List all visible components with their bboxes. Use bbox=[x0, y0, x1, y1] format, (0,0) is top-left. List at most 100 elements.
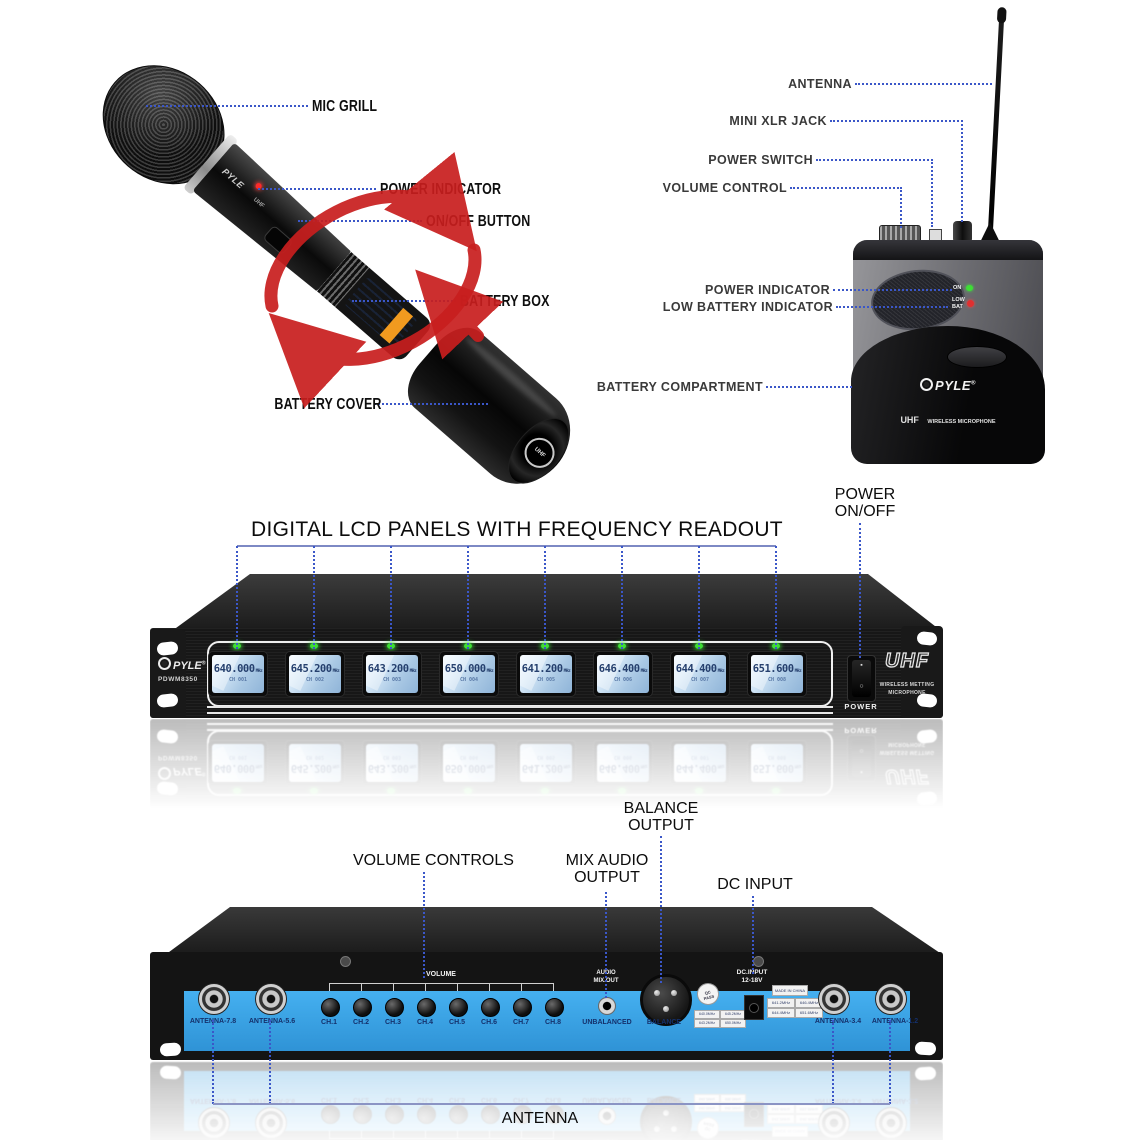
callout-dc-input: DC INPUT bbox=[717, 876, 793, 893]
lcd-leader-8 bbox=[775, 546, 777, 649]
volume-bracket bbox=[329, 983, 554, 984]
lcd-leader-7 bbox=[698, 546, 700, 649]
antenna-leader-1 bbox=[212, 1020, 214, 1104]
leader-battery-box bbox=[352, 300, 456, 302]
freq-sticker: 650.0MHz bbox=[720, 1019, 746, 1028]
receiver-power-switch: ▪○ bbox=[847, 655, 876, 702]
bodypack-volume-knob bbox=[953, 221, 972, 243]
volume-tick bbox=[457, 983, 458, 991]
lcd-bezel: 643.200MHz CH 003 bbox=[362, 651, 422, 697]
leader-power-switch-v bbox=[931, 159, 933, 227]
cap-uhf-ring: UHF bbox=[518, 431, 561, 475]
lcd-channel-5: 641.200MHz CH 005 bbox=[516, 643, 576, 701]
pyle-swirl-icon bbox=[920, 378, 934, 391]
ch2-label: CH.2 bbox=[353, 1019, 369, 1026]
lcd-leader-6 bbox=[621, 546, 623, 649]
volume-label: VOLUME bbox=[426, 971, 456, 978]
lcd-screen: 640.000MHz CH 001 bbox=[212, 655, 264, 693]
lcd-callout-bracket bbox=[237, 545, 776, 547]
lcd-bezel: 650.000MHz CH 004 bbox=[439, 651, 499, 697]
bat-label: BAT bbox=[952, 304, 963, 310]
leader-mini-xlr-v bbox=[961, 120, 963, 222]
rack-screw-hole bbox=[914, 1041, 937, 1056]
bodypack-product-text: UHF WIRELESS MICROPHONE bbox=[900, 415, 996, 425]
leader-volume-controls bbox=[423, 872, 425, 978]
lcd-channel-1: 640.000MHz CH 001 bbox=[208, 643, 268, 701]
uhf-logo-line2: WIRELESS METTING bbox=[879, 682, 935, 688]
callout-battery-compartment: BATTERY COMPARTMENT bbox=[596, 380, 763, 394]
lcd-leader-3 bbox=[390, 546, 392, 649]
leader-battery-compartment bbox=[766, 386, 852, 388]
bodypack-battery-compartment: PYLE® UHF WIRELESS MICROPHONE bbox=[851, 326, 1045, 464]
ch3-label: CH.3 bbox=[385, 1019, 401, 1026]
rack-screw-hole bbox=[916, 630, 938, 647]
antenna-34-label: ANTENNA-3.4 bbox=[814, 1018, 862, 1025]
low-label: LOW bbox=[952, 297, 965, 303]
compartment-latch bbox=[947, 346, 1007, 368]
dc-input-label: DC.INPUT 12-18V bbox=[736, 969, 768, 984]
antenna-leader-4 bbox=[889, 1020, 891, 1104]
callout-battery-cover: BATTERY COVER bbox=[274, 396, 382, 413]
panel-screw bbox=[753, 956, 764, 967]
lcd-bezel: 645.200MHz CH 002 bbox=[285, 651, 345, 697]
uhf-logo-line3: MICROPHONE bbox=[888, 690, 926, 696]
rear-top-face bbox=[165, 907, 940, 955]
volume-tick bbox=[361, 983, 362, 991]
bodypack-power-indicator-led bbox=[966, 285, 973, 291]
lcd-bezel: 641.200MHz CH 005 bbox=[516, 651, 576, 697]
lcd-bezel: 640.000MHz CH 001 bbox=[208, 651, 268, 697]
freq-sticker: 641.2MHz bbox=[767, 998, 795, 1008]
callout-lcd-panels-title: DIGITAL LCD PANELS WITH FREQUENCY READOU… bbox=[251, 518, 783, 541]
bodypack-low-battery-led bbox=[967, 300, 974, 307]
balance-label: BALANCE bbox=[646, 1019, 682, 1026]
volume-knob-ch7 bbox=[513, 998, 532, 1017]
rack-ear-right bbox=[901, 626, 943, 718]
freq-sticker: 643.2MHz bbox=[694, 1019, 720, 1028]
leader-balance-output bbox=[660, 836, 662, 983]
volume-knob-ch5 bbox=[449, 998, 468, 1017]
lcd-screen: 644.400MHz CH 007 bbox=[674, 655, 726, 693]
volume-tick bbox=[553, 983, 554, 991]
callout-mic-grill: MIC GRILL bbox=[312, 98, 378, 115]
leader-dc-input bbox=[752, 896, 754, 974]
lcd-bezel: 651.600MHz CH 008 bbox=[747, 651, 807, 697]
ch8-label: CH.8 bbox=[545, 1019, 561, 1026]
mix-out-jack bbox=[598, 997, 616, 1015]
pyle-swirl-icon bbox=[158, 657, 171, 670]
callout-balance-output: BALANCE OUTPUT bbox=[623, 800, 699, 834]
ch1-label: CH.1 bbox=[321, 1019, 337, 1026]
bnc-antenna-5-6 bbox=[255, 983, 287, 1015]
receiver-model-number: PDWM8350 bbox=[158, 676, 198, 683]
battery-cover-end-cap: UHF bbox=[496, 406, 581, 495]
dc-input-jack bbox=[744, 995, 764, 1020]
antenna-56-label: ANTENNA-5.6 bbox=[248, 1018, 296, 1025]
lcd-screen: 645.200MHz CH 002 bbox=[289, 655, 341, 693]
callout-volume-control: VOLUME CONTROL bbox=[662, 181, 787, 195]
volume-tick bbox=[425, 983, 426, 991]
balance-xlr-output bbox=[640, 974, 692, 1026]
callout-antenna-bottom: ANTENNA bbox=[501, 1110, 579, 1127]
lcd-screen: 646.400MHz CH 006 bbox=[597, 655, 649, 693]
freq-sticker: 644.4MHz bbox=[767, 1008, 795, 1018]
lcd-screen: 651.600MHz CH 008 bbox=[751, 655, 803, 693]
freq-sticker: 645.2MHz bbox=[720, 1010, 746, 1019]
rack-screw-hole bbox=[156, 692, 179, 709]
leader-mini-xlr-h bbox=[830, 120, 963, 122]
leader-power-switch-h bbox=[816, 159, 933, 161]
bnc-antenna-3-4 bbox=[818, 983, 850, 1015]
antenna-tip bbox=[996, 7, 1007, 24]
lcd-bezel: 644.400MHz CH 007 bbox=[670, 651, 730, 697]
lcd-channel-8: 651.600MHz CH 008 bbox=[747, 643, 807, 701]
rack-screw-hole bbox=[159, 916, 182, 933]
lcd-channel-2: 645.200MHz CH 002 bbox=[285, 643, 345, 701]
leader-mic-grill bbox=[146, 105, 308, 107]
callout-power-switch: POWER SWITCH bbox=[708, 153, 813, 167]
bodypack-brand-logo: PYLE® bbox=[851, 378, 1045, 393]
volume-knob-ch4 bbox=[417, 998, 436, 1017]
antenna-leader-2 bbox=[269, 1020, 271, 1104]
volume-tick bbox=[521, 983, 522, 991]
ch5-label: CH.5 bbox=[449, 1019, 465, 1026]
callout-volume-controls: VOLUME CONTROLS bbox=[353, 852, 514, 869]
ch4-label: CH.4 bbox=[417, 1019, 433, 1026]
